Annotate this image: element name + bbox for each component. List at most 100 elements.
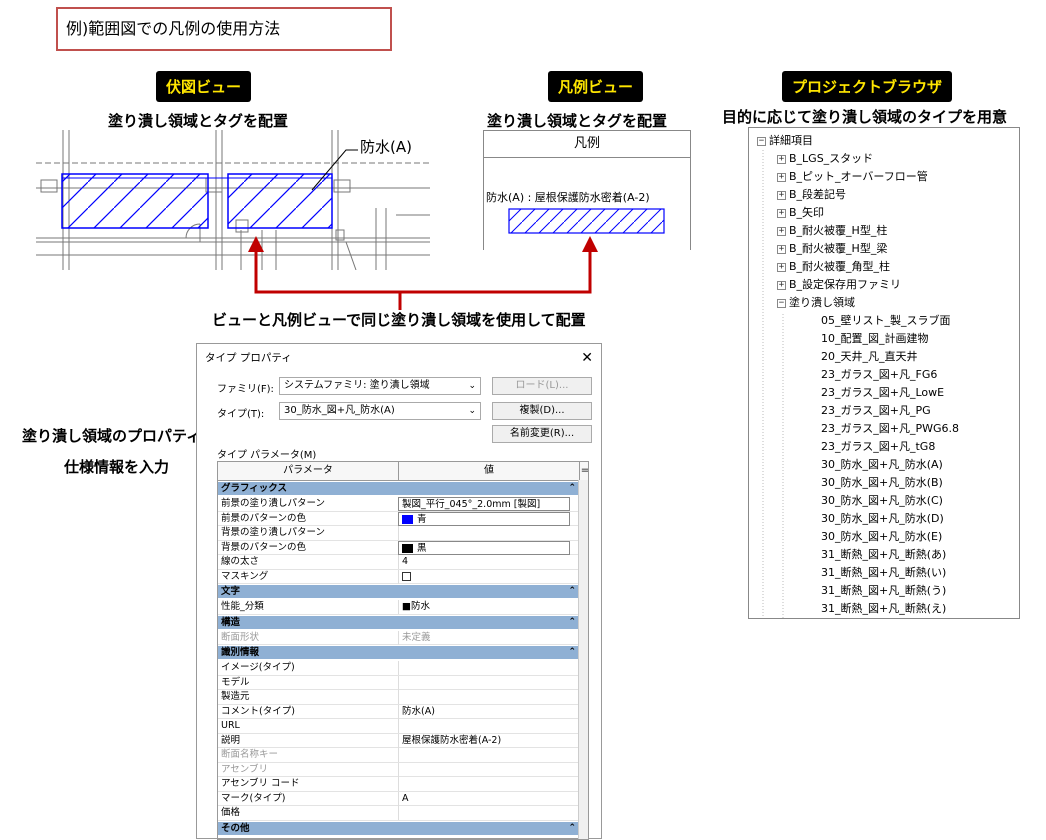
duplicate-button[interactable]: 複製(D)... [492,402,592,420]
tree-item[interactable]: 05_壁リスト_製_スラブ面 [821,314,951,327]
expand-icon[interactable]: + [777,189,786,200]
expand-icon[interactable]: + [777,243,786,254]
tree-item[interactable]: 23_ガラス_図+凡_FG6 [821,368,938,381]
legend-view: 凡例 防水(A) : 屋根保護防水密着(A-2) [483,130,691,250]
tree-root[interactable]: −詳細項目 [757,134,813,147]
tree-item[interactable]: 10_配置_図_計画建物 [821,332,929,345]
param-row-masking[interactable]: マスキング [218,569,580,584]
collapse-icon[interactable]: ⌃ [568,483,576,493]
col-eq: = [579,462,588,480]
tree-item[interactable]: 23_ガラス_図+凡_LowE [821,386,945,399]
tree-item[interactable]: 30_防水_図+凡_防水(D) [821,512,944,525]
param-row-description[interactable]: 説明屋根保護防水密着(A-2) [218,733,580,748]
param-value[interactable]: 防水(A) [398,704,435,719]
param-value[interactable]: 黒 [398,540,570,555]
tree-item[interactable]: 30_防水_図+凡_防水(C) [821,494,943,507]
type-select[interactable]: 30_防水_図+凡_防水(A)⌄ [279,402,481,420]
tree-item[interactable]: 31_断熱_図+凡_断熱(い) [821,566,947,579]
family-select[interactable]: システムファミリ: 塗り潰し領域⌄ [279,377,481,395]
collapse-icon[interactable]: − [757,135,766,146]
param-value[interactable] [398,719,402,733]
tree-item[interactable]: 30_防水_図+凡_防水(E) [821,530,943,543]
param-value[interactable] [398,661,402,675]
param-value[interactable] [398,777,402,791]
expand-icon[interactable]: + [777,225,786,236]
param-row-model[interactable]: モデル [218,675,580,690]
collapse-icon[interactable]: − [777,297,786,308]
param-row-bg_pattern[interactable]: 背景の塗り潰しパターン [218,526,580,541]
tree-group[interactable]: +B_耐火被覆_H型_梁 [777,242,888,255]
expand-icon[interactable]: + [777,153,786,164]
section-text[interactable]: 文字⌃ [218,585,580,598]
param-value[interactable] [398,762,402,777]
section-structure[interactable]: 構造⌃ [218,615,580,629]
param-name: 断面名称キー [221,749,279,760]
param-value[interactable] [398,690,402,704]
tree-item[interactable]: 30_防水_図+凡_防水(B) [821,476,943,489]
tree-group-fill-region[interactable]: −塗り潰し領域 [777,296,855,309]
param-row-mark[interactable]: マーク(タイプ)A [218,791,580,806]
param-value[interactable]: ■防水 [398,600,430,614]
tree-item[interactable]: 20_天井_凡_直天井 [821,350,918,363]
param-row-assembly[interactable]: アセンブリ [218,762,580,777]
collapse-icon[interactable]: ⌃ [568,586,576,596]
param-value[interactable]: 4 [398,555,408,569]
param-value[interactable]: 製図_平行_045°_2.0mm [製図] [398,497,570,511]
tree-item[interactable]: 31_断熱_図+凡_断熱(う) [821,584,947,597]
collapse-icon[interactable]: ⌃ [568,822,576,833]
param-value[interactable] [398,806,402,820]
tree-group[interactable]: +B_ピット_オーバーフロー管 [777,170,928,183]
tree-group[interactable]: +B_耐火被覆_角型_柱 [777,260,891,273]
tree-item[interactable]: 23_ガラス_図+凡_PWG6.8 [821,422,960,435]
tree-item[interactable]: 31_断熱_図+凡_断熱(え) [821,602,947,615]
grid-scrollbar[interactable] [578,480,588,839]
color-swatch [402,543,413,553]
tree-group[interactable]: +B_矢印 [777,206,825,219]
collapse-icon[interactable]: ⌃ [568,647,576,657]
param-value[interactable]: A [398,791,409,806]
expand-icon[interactable]: + [777,207,786,218]
load-button[interactable]: ロード(L)... [492,377,592,395]
param-row-price[interactable]: 価格 [218,806,580,821]
param-value[interactable] [398,569,411,584]
section-graphics[interactable]: グラフィックス⌃ [218,482,580,495]
param-row-perf_class[interactable]: 性能_分類■防水 [218,600,580,615]
param-row-section_shape[interactable]: 断面形状未定義 [218,630,580,645]
param-row-comment[interactable]: コメント(タイプ)防水(A) [218,704,580,719]
param-value[interactable] [398,526,402,540]
section-other[interactable]: その他⌃ [218,821,580,835]
expand-icon[interactable]: + [777,261,786,272]
param-row-section_key[interactable]: 断面名称キー [218,748,580,763]
tree-group[interactable]: +B_耐火被覆_H型_柱 [777,224,888,237]
param-row-assembly_code[interactable]: アセンブリ コード [218,777,580,792]
chevron-down-icon: ⌄ [468,381,476,391]
expand-icon[interactable]: + [777,279,786,290]
param-row-url[interactable]: URL [218,719,580,734]
tree-group[interactable]: +B_LGS_スタッド [777,152,874,165]
param-row-fg_color[interactable]: 前景のパターンの色青 [218,511,580,526]
param-row-bg_color[interactable]: 背景のパターンの色黒 [218,540,580,555]
param-value[interactable]: 未定義 [398,630,431,645]
rename-button[interactable]: 名前変更(R)... [492,425,592,443]
param-row-manufacturer[interactable]: 製造元 [218,690,580,705]
param-row-fg_pattern[interactable]: 前景の塗り潰しパターン製図_平行_045°_2.0mm [製図] [218,497,580,512]
expand-icon[interactable]: + [777,171,786,182]
collapse-icon[interactable]: ⌃ [568,616,576,627]
tree-group[interactable]: +B_設定保存用ファミリ [777,278,902,291]
close-icon[interactable]: ✕ [581,350,593,366]
tree-item[interactable]: 23_ガラス_図+凡_tG8 [821,440,936,453]
param-value[interactable] [398,675,402,690]
tree-item[interactable]: 30_防水_図+凡_防水(A) [821,458,943,471]
tree-item[interactable]: 31_断熱_図+凡_断熱(あ) [821,548,947,561]
param-value[interactable]: 青 [398,511,570,526]
masking-checkbox[interactable] [402,571,411,581]
param-value[interactable] [398,748,402,762]
param-row-image[interactable]: イメージ(タイプ) [218,661,580,676]
tree-group[interactable]: +B_段差記号 [777,188,847,201]
tree-item[interactable]: 23_ガラス_図+凡_PG [821,404,931,417]
col-param: パラメータ [283,465,333,476]
section-identity[interactable]: 識別情報⌃ [218,646,580,659]
param-value[interactable]: 屋根保護防水密着(A-2) [398,733,501,748]
col-value: 値 [398,462,579,480]
